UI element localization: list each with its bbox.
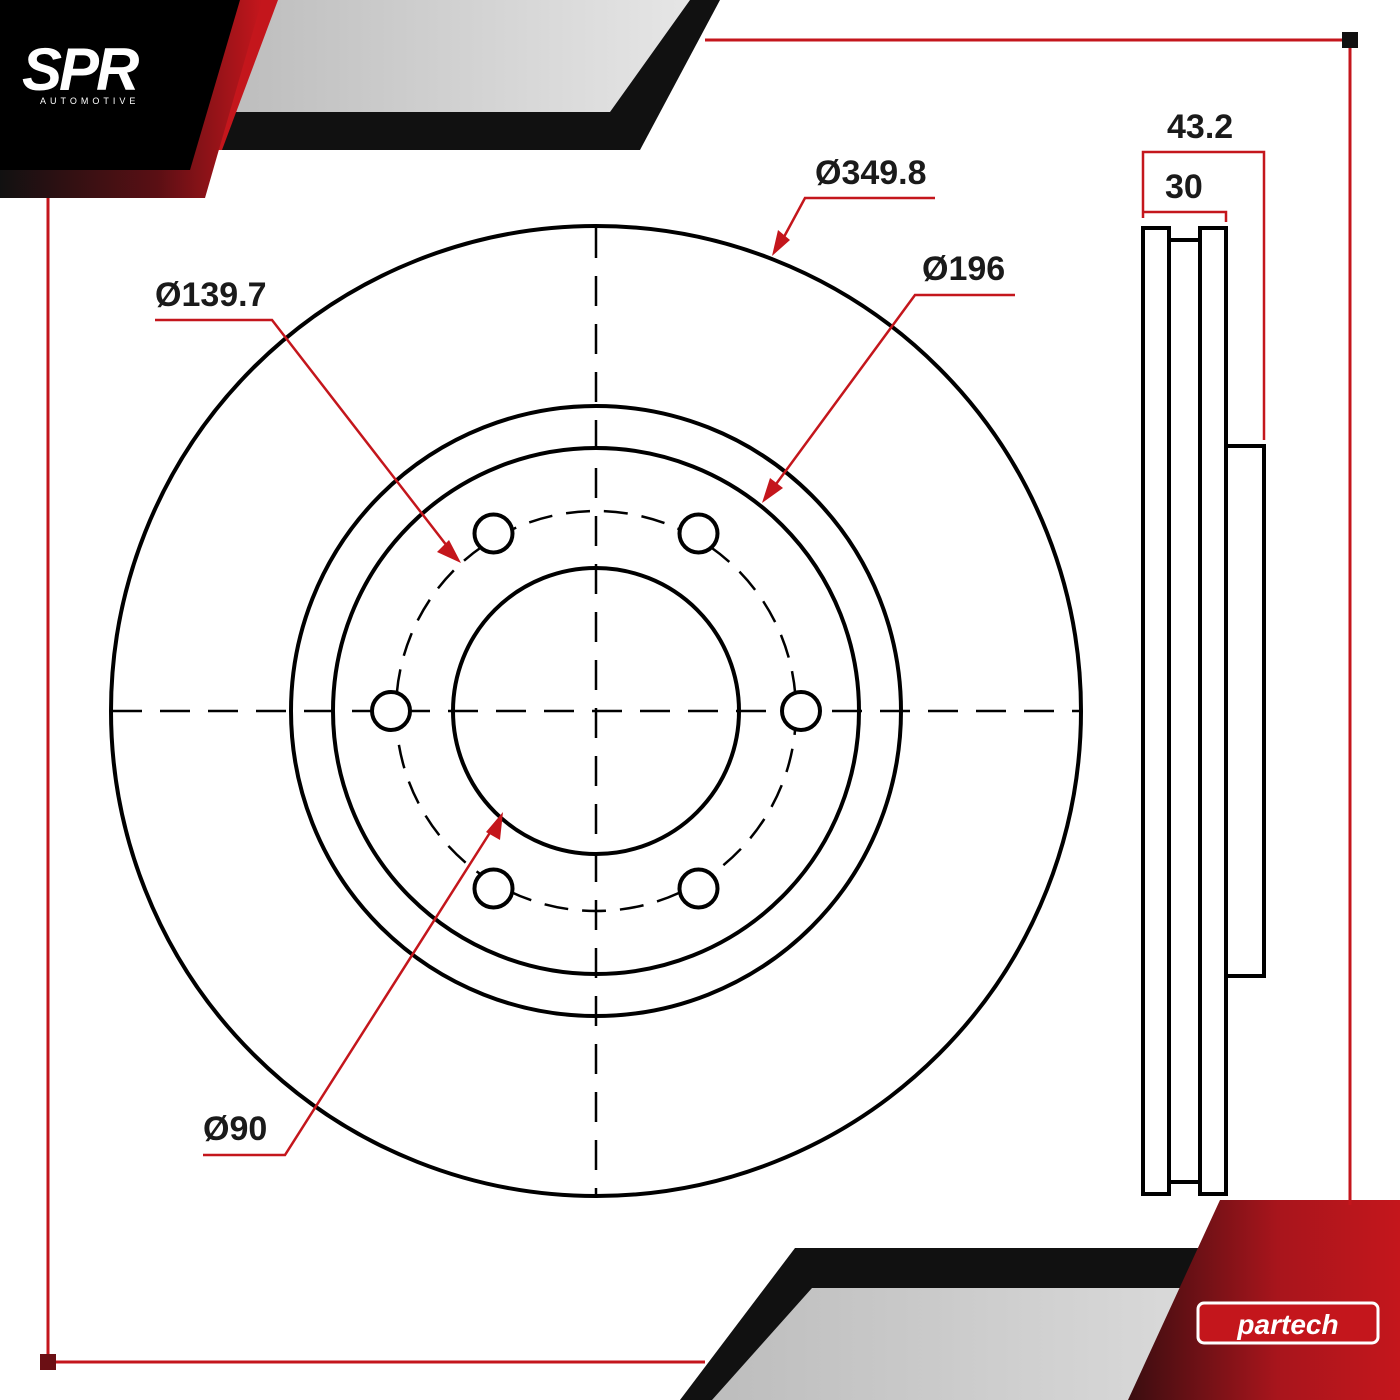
outer-diameter-arrow <box>772 230 790 256</box>
arrowheads <box>437 230 790 840</box>
side-hat <box>1224 444 1266 978</box>
partech-logo: partech <box>1236 1309 1338 1340</box>
frame-corner-bottom-left <box>40 1354 56 1370</box>
hat-diameter-leader <box>766 293 1015 496</box>
bolt-hole <box>472 512 515 555</box>
frame-corner-top-right <box>1342 32 1358 48</box>
disc-front-view <box>109 224 1083 1198</box>
hat-outer-circle <box>289 404 903 1018</box>
bolt-hole <box>677 867 720 910</box>
outer-diameter-circle <box>109 224 1083 1198</box>
frame-lines <box>46 38 1352 1364</box>
label-disc-thickness: 30 <box>1165 168 1203 206</box>
bottom-right-footer: partech <box>680 1200 1400 1400</box>
bolt-hole <box>472 867 515 910</box>
bolt-hole <box>677 512 720 555</box>
label-bolt-circle: Ø139.7 <box>155 276 267 314</box>
outer-diameter-leader <box>776 196 935 249</box>
label-outer-diameter: Ø349.8 <box>815 154 927 192</box>
bolt-hole <box>370 690 412 732</box>
top-left-header: SPR AUTOMOTIVE <box>0 0 720 198</box>
header-logo-inner <box>0 0 240 170</box>
disc-thickness-bracket <box>1143 210 1228 222</box>
dimension-lines <box>155 150 1266 1157</box>
side-outer-plate <box>1141 226 1171 1196</box>
hat-diameter-circle <box>331 446 861 976</box>
side-vent-core <box>1167 238 1202 1184</box>
label-total-height: 43.2 <box>1167 108 1233 146</box>
side-inner-plate <box>1198 226 1228 1196</box>
disc-side-view <box>1141 226 1266 1196</box>
label-center-bore: Ø90 <box>203 1110 267 1148</box>
total-height-bracket <box>1141 150 1266 440</box>
bolt-holes <box>370 512 822 910</box>
footer-logo-block <box>1128 1200 1400 1400</box>
label-hat-diameter: Ø196 <box>922 250 1005 288</box>
spr-tagline: AUTOMOTIVE <box>40 96 139 106</box>
partech-badge <box>1196 1301 1380 1345</box>
bolt-circle-leader <box>155 318 455 556</box>
center-bore-arrow <box>486 812 503 840</box>
center-bore-leader <box>203 819 500 1157</box>
spr-logo: SPR <box>22 36 139 103</box>
center-bore-circle <box>451 566 741 856</box>
bolt-hole <box>780 690 822 732</box>
header-gray-panel <box>232 0 690 112</box>
hat-diameter-arrow <box>762 478 783 503</box>
bolt-circle-arrow <box>437 540 461 563</box>
